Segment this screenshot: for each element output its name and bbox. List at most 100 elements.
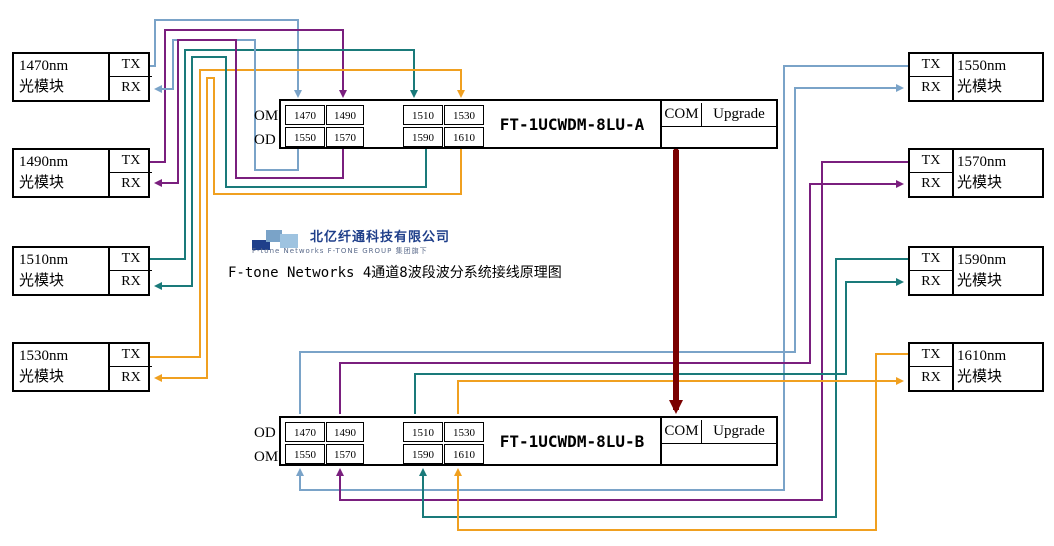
module-1570: TX RX 1570nm 光模块 bbox=[908, 148, 1044, 198]
wdm-b-row-top-label: OD bbox=[254, 425, 276, 441]
port-1550[interactable]: 1550 bbox=[285, 444, 325, 464]
divider bbox=[660, 418, 662, 464]
wdm-unit-a: 1470 1490 1510 1530 1550 1570 1590 1610 … bbox=[279, 99, 778, 149]
line-1510-tx bbox=[148, 49, 418, 260]
port-1510[interactable]: 1510 bbox=[403, 422, 443, 442]
left-rx-lines bbox=[154, 39, 462, 382]
port-1590[interactable]: 1590 bbox=[403, 444, 443, 464]
line-1530-rx bbox=[154, 77, 462, 382]
wdm-a-model: FT-1UCWDM-8LU-A bbox=[499, 115, 645, 134]
tx-port[interactable]: TX bbox=[110, 150, 152, 173]
rx-port[interactable]: RX bbox=[121, 80, 141, 95]
left-tx-lines bbox=[148, 19, 465, 358]
company-subtitle: F-tone Networks F-TONE GROUP 集团旗下 bbox=[252, 247, 428, 255]
line-1470-rx bbox=[154, 39, 299, 171]
rx-port[interactable]: RX bbox=[921, 80, 941, 95]
line-1490-rx bbox=[154, 39, 344, 187]
module-1590: TX RX 1590nm 光模块 bbox=[908, 246, 1044, 296]
module-wavelength: 1510nm bbox=[19, 252, 69, 268]
tx-port[interactable]: TX bbox=[110, 54, 152, 77]
upgrade-port-a[interactable]: Upgrade bbox=[702, 103, 776, 127]
line-1490-tx bbox=[148, 29, 347, 163]
line-1590-rx bbox=[414, 278, 904, 414]
wdm-unit-b: 1470 1490 1510 1530 1550 1570 1590 1610 … bbox=[279, 416, 778, 466]
right-lines bbox=[296, 65, 908, 531]
module-type: 光模块 bbox=[19, 79, 65, 95]
module-type: 光模块 bbox=[957, 175, 1003, 191]
module-label: 1510nm 光模块 bbox=[16, 250, 106, 294]
tx-port[interactable]: TX bbox=[910, 248, 952, 271]
wdm-a-row-bottom-label: OD bbox=[254, 132, 276, 148]
module-wavelength: 1550nm bbox=[957, 58, 1007, 74]
module-wavelength: 1470nm bbox=[19, 58, 69, 74]
line-1510-rx bbox=[154, 56, 427, 290]
module-label: 1490nm 光模块 bbox=[16, 152, 106, 196]
diagram-title: F-tone Networks 4通道8波段波分系统接线原理图 bbox=[228, 265, 562, 281]
port-1610[interactable]: 1610 bbox=[444, 127, 484, 147]
module-label: 1610nm 光模块 bbox=[954, 346, 1044, 390]
line-1550-rx bbox=[299, 84, 904, 414]
module-wavelength: 1570nm bbox=[957, 154, 1007, 170]
divider bbox=[660, 101, 662, 147]
module-label: 1470nm 光模块 bbox=[16, 56, 106, 100]
module-wavelength: 1590nm bbox=[957, 252, 1007, 268]
port-1550[interactable]: 1550 bbox=[285, 127, 325, 147]
port-1570[interactable]: 1570 bbox=[326, 127, 364, 147]
module-label: 1590nm 光模块 bbox=[954, 250, 1044, 294]
com-port-a[interactable]: COM bbox=[662, 103, 702, 127]
module-label: 1530nm 光模块 bbox=[16, 346, 106, 390]
module-type: 光模块 bbox=[19, 369, 65, 385]
line-1470-tx bbox=[148, 19, 302, 98]
rx-port[interactable]: RX bbox=[921, 274, 941, 289]
module-label: 1570nm 光模块 bbox=[954, 152, 1044, 196]
port-1530[interactable]: 1530 bbox=[444, 422, 484, 442]
module-1510: 1510nm 光模块 TX RX bbox=[12, 246, 152, 296]
line-1590-tx bbox=[419, 258, 908, 518]
module-type: 光模块 bbox=[957, 273, 1003, 289]
module-1530: 1530nm 光模块 TX RX bbox=[12, 342, 152, 392]
port-1490[interactable]: 1490 bbox=[326, 422, 364, 442]
port-1470[interactable]: 1470 bbox=[285, 422, 325, 442]
company-logo-icon bbox=[252, 230, 298, 250]
line-1530-tx bbox=[148, 69, 465, 358]
port-1530[interactable]: 1530 bbox=[444, 105, 484, 125]
module-type: 光模块 bbox=[957, 79, 1003, 95]
com-port-b[interactable]: COM bbox=[662, 420, 702, 444]
module-1470: 1470nm 光模块 TX RX bbox=[12, 52, 152, 102]
rx-port[interactable]: RX bbox=[121, 176, 141, 191]
line-1550-tx bbox=[296, 65, 908, 491]
wdm-a-row-top-label: OM bbox=[254, 108, 279, 124]
line-1610-tx bbox=[454, 353, 908, 531]
upgrade-port-b[interactable]: Upgrade bbox=[702, 420, 776, 444]
port-1470[interactable]: 1470 bbox=[285, 105, 325, 125]
line-1610-rx bbox=[457, 377, 904, 414]
rx-port[interactable]: RX bbox=[921, 176, 941, 191]
rx-port[interactable]: RX bbox=[921, 370, 941, 385]
rx-port[interactable]: RX bbox=[121, 370, 141, 385]
port-1490[interactable]: 1490 bbox=[326, 105, 364, 125]
company-name: 北亿纤通科技有限公司 bbox=[310, 230, 451, 245]
module-wavelength: 1610nm bbox=[957, 348, 1007, 364]
line-1570-tx bbox=[336, 161, 908, 501]
rx-port[interactable]: RX bbox=[121, 274, 141, 289]
tx-port[interactable]: TX bbox=[910, 344, 952, 367]
tx-port[interactable]: TX bbox=[910, 54, 952, 77]
module-type: 光模块 bbox=[19, 175, 65, 191]
module-type: 光模块 bbox=[957, 369, 1003, 385]
tx-port[interactable]: TX bbox=[910, 150, 952, 173]
module-1490: 1490nm 光模块 TX RX bbox=[12, 148, 152, 198]
wdm-b-row-bottom-label: OM bbox=[254, 449, 279, 465]
module-label: 1550nm 光模块 bbox=[954, 56, 1044, 100]
port-1610[interactable]: 1610 bbox=[444, 444, 484, 464]
port-1590[interactable]: 1590 bbox=[403, 127, 443, 147]
port-1570[interactable]: 1570 bbox=[326, 444, 364, 464]
tx-port[interactable]: TX bbox=[110, 344, 152, 367]
module-1550: TX RX 1550nm 光模块 bbox=[908, 52, 1044, 102]
module-type: 光模块 bbox=[19, 273, 65, 289]
line-1570-rx bbox=[339, 180, 904, 414]
module-wavelength: 1530nm bbox=[19, 348, 69, 364]
port-1510[interactable]: 1510 bbox=[403, 105, 443, 125]
module-1610: TX RX 1610nm 光模块 bbox=[908, 342, 1044, 392]
tx-port[interactable]: TX bbox=[110, 248, 152, 271]
